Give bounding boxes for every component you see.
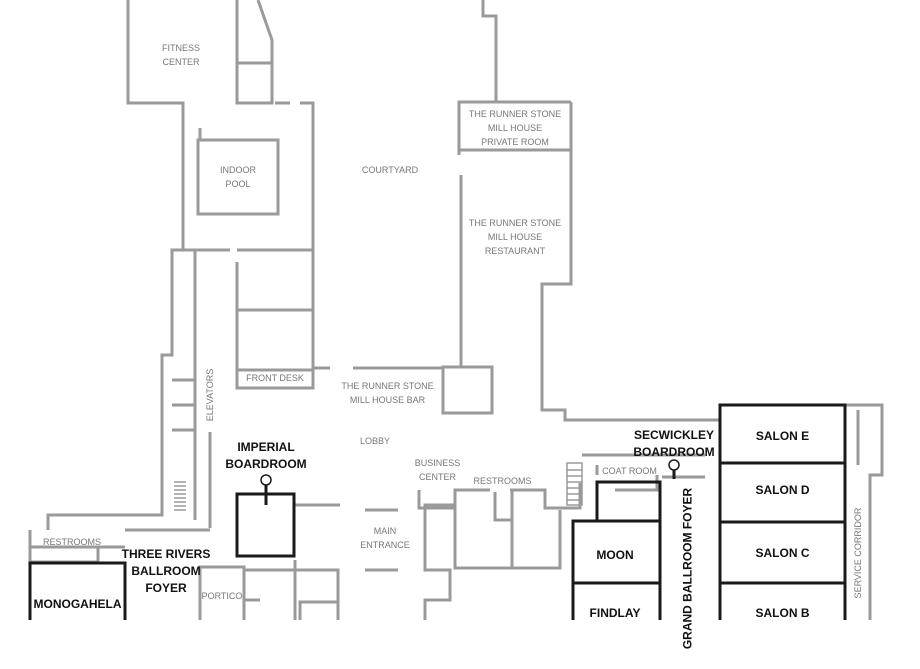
restaurant-label: THE RUNNER STONE MILL HOUSE RESTAURANT bbox=[468, 218, 562, 256]
bar-label: THE RUNNER STONE MILL HOUSE BAR bbox=[341, 381, 434, 405]
indoor-pool-label: INDOOR POOL bbox=[220, 165, 256, 189]
secwickley-boardroom-label: SECWICKLEY BOARDROOM bbox=[633, 428, 715, 459]
front-desk-label: FRONT DESK bbox=[246, 373, 304, 383]
service-corridor-wall bbox=[845, 403, 884, 620]
coat-room-label: COAT ROOM bbox=[602, 466, 657, 476]
restaurant-west-wall bbox=[441, 175, 494, 415]
fitness-center-label: FITNESS CENTER bbox=[161, 43, 200, 67]
findlay-label: FINDLAY bbox=[589, 606, 641, 620]
lobby-label: LOBBY bbox=[359, 436, 390, 446]
secwickley-pin bbox=[668, 459, 680, 471]
grand-ballroom-foyer-label: GRAND BALLROOM FOYER bbox=[680, 487, 695, 650]
salon-b-label: SALON B bbox=[755, 606, 810, 620]
main-entrance-label: MAIN ENTRANCE bbox=[360, 526, 410, 550]
fitness-partition bbox=[237, 101, 315, 250]
salon-d-label: SALON D bbox=[755, 483, 810, 497]
lobby-east-wall bbox=[423, 503, 455, 620]
portico-label: PORTICO bbox=[201, 591, 243, 601]
imperial-boardroom-label: IMPERIAL BOARDROOM bbox=[225, 440, 307, 471]
restrooms-center-label: RESTROOMS bbox=[473, 476, 532, 486]
portico-wall bbox=[198, 565, 246, 620]
secwickley-boardroom-room bbox=[595, 480, 662, 521]
indoor-pool-room bbox=[196, 138, 280, 216]
west-corridor-wall bbox=[46, 248, 183, 530]
monogahela-room bbox=[28, 561, 127, 620]
courtyard-label: COURTYARD bbox=[361, 165, 419, 175]
private-room-label: THE RUNNER STONE MILL HOUSE PRIVATE ROOM bbox=[468, 109, 562, 147]
moon-findlay-block bbox=[571, 519, 662, 620]
floor-plan-map bbox=[28, 0, 884, 620]
restaurant-east-wall bbox=[457, 0, 845, 422]
fitness-wing-wall bbox=[126, 0, 230, 252]
moon-label: MOON bbox=[596, 548, 634, 562]
salons-block bbox=[718, 403, 847, 620]
salon-c-label: SALON C bbox=[755, 546, 810, 560]
elevators-label: ELEVATORS bbox=[205, 368, 215, 422]
front-desk-counter bbox=[235, 366, 330, 390]
imperial-pin bbox=[260, 474, 272, 486]
salon-e-label: SALON E bbox=[755, 429, 810, 443]
restrooms-left-label: RESTROOMS bbox=[42, 537, 101, 547]
monogahela-label: MONOGAHELA bbox=[33, 597, 122, 611]
fitness-wing-east-wall bbox=[235, 0, 274, 105]
business-center-label: BUSINESS CENTER bbox=[414, 458, 461, 482]
three-rivers-foyer-label: THREE RIVERS BALLROOM FOYER bbox=[121, 547, 211, 595]
service-corridor-label: SERVICE CORRIDOR bbox=[853, 507, 863, 599]
